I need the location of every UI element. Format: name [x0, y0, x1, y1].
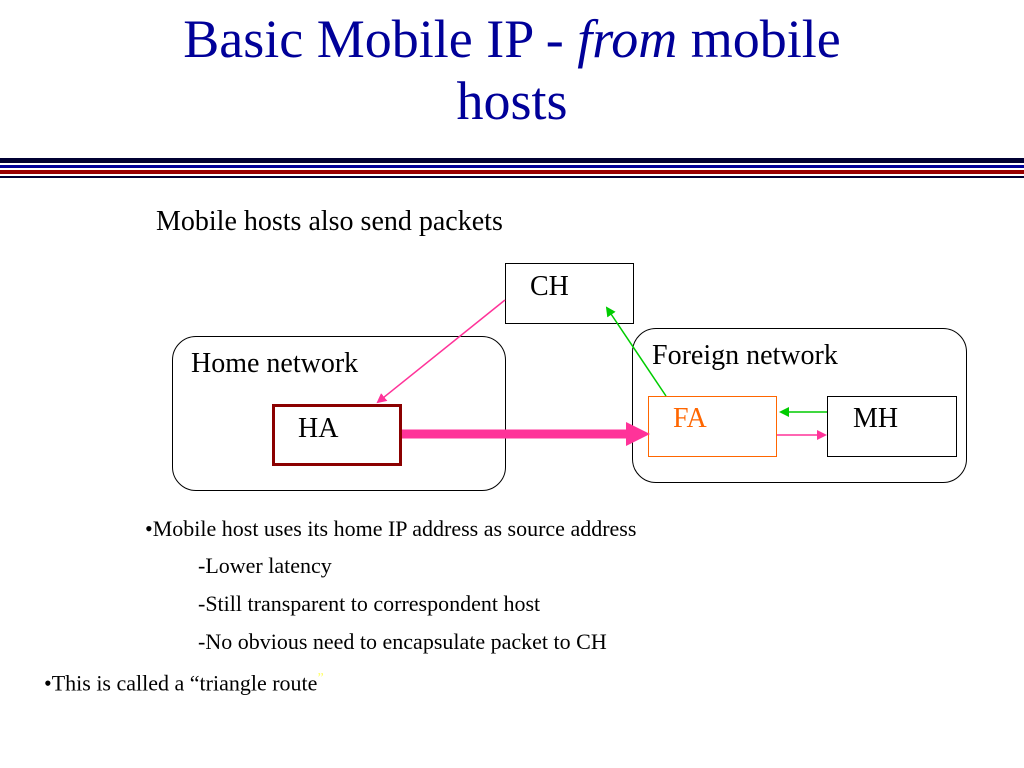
divider-thin	[0, 176, 1024, 178]
slide-title: Basic Mobile IP - from mobile hosts	[0, 8, 1024, 132]
bullet-2-text: •This is called a “triangle route	[44, 670, 318, 696]
arrow-ch-to-ha	[376, 299, 506, 404]
mh-label: MH	[853, 403, 899, 434]
title-text-2: mobile	[677, 9, 841, 69]
foreign-network-region	[632, 328, 967, 483]
title-text-3: hosts	[456, 71, 568, 131]
fa-node	[648, 396, 777, 457]
sub-bullet-3: -No obvious need to encapsulate packet t…	[198, 629, 607, 654]
mh-node	[827, 396, 957, 457]
ha-node	[272, 404, 402, 466]
fa-label: FA	[673, 403, 707, 434]
home-network-region	[172, 336, 506, 491]
sub-bullet-2: -Still transparent to correspondent host	[198, 591, 541, 616]
divider-red	[0, 170, 1024, 174]
ch-node	[505, 263, 634, 324]
divider-blue	[0, 165, 1024, 168]
title-text-1: Basic Mobile IP -	[183, 9, 578, 69]
ch-label: CH	[530, 271, 569, 302]
divider-dark	[0, 158, 1024, 163]
bullet-2: •This is called a “triangle route”	[44, 666, 324, 696]
bullet-1: •Mobile host uses its home IP address as…	[145, 516, 637, 541]
subtitle: Mobile hosts also send packets	[156, 206, 503, 237]
arrow-ha-to-fa-head	[626, 422, 650, 446]
arrow-fa-to-ch	[605, 306, 667, 397]
ha-label: HA	[298, 413, 339, 444]
foreign-network-label: Foreign network	[652, 340, 838, 371]
home-network-label: Home network	[191, 348, 359, 379]
bullet-2-closing-quote: ”	[317, 671, 324, 686]
title-italic: from	[577, 9, 678, 69]
sub-bullet-1: -Lower latency	[198, 553, 332, 578]
